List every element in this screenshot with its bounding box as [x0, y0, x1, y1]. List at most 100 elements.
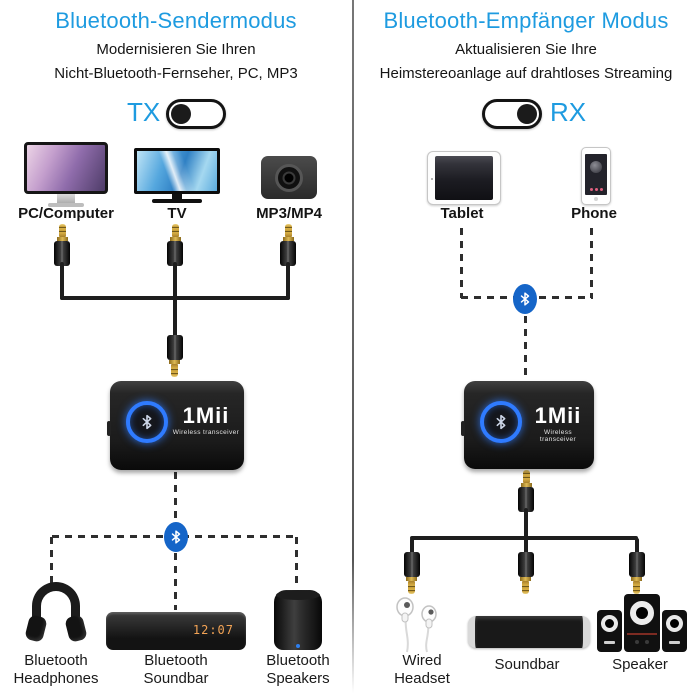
rx-subtitle-2: Heimstereoanlage auf drahtloses Streamin…: [379, 65, 673, 82]
knobs: [624, 640, 660, 644]
bluetooth-rune-icon: [171, 530, 181, 544]
tx-toggle-knob-icon: [171, 104, 191, 124]
sink-label-headphones: Bluetooth Headphones: [0, 652, 112, 688]
rx-transceiver-device: 1Mii Wireless transceiver: [461, 381, 594, 469]
album-art-icon: [590, 161, 602, 173]
trim-line: [627, 633, 657, 635]
desktop-monitor-icon: [24, 142, 108, 207]
sink-label-speaker: Speaker: [580, 656, 700, 674]
audio-cable: [286, 262, 290, 300]
rx-toggle-label: RX: [550, 97, 587, 127]
audio-cable: [173, 298, 177, 338]
aux-jack-icon: [404, 552, 420, 594]
tx-toggle-label: TX: [127, 97, 161, 127]
aux-jack-icon: [280, 224, 296, 266]
tx-subtitle-1: Modernisieren Sie Ihren: [96, 41, 256, 58]
label-line: Speakers: [266, 670, 330, 687]
monitor-base: [48, 203, 84, 207]
soundbar-led-display: 12:07: [192, 623, 234, 637]
earbuds-graphic: [396, 597, 437, 653]
phone-screen: [585, 154, 607, 195]
soundbar-icon: [468, 616, 590, 648]
wireless-link: [460, 228, 463, 298]
brand-name: 1Mii: [182, 403, 230, 428]
monitor-screen: [24, 142, 108, 194]
aux-jack-icon: [54, 224, 70, 266]
rx-title: Bluetooth-Empfänger Modus: [383, 8, 669, 33]
bluetooth-button-icon: [126, 401, 168, 443]
sink-label-wired-headset: Wired Headset: [362, 652, 482, 688]
action-camera-icon: [261, 156, 317, 199]
source-label-tablet: Tablet: [440, 205, 484, 222]
bluetooth-rune-icon: [496, 414, 506, 430]
center-divider: [352, 0, 354, 700]
player-buttons-icon: [585, 188, 607, 191]
satellite-speaker: [597, 610, 622, 652]
tx-toggle[interactable]: [166, 99, 226, 129]
audio-cable: [524, 508, 528, 540]
wireless-link: [50, 537, 53, 587]
device-side-button: [107, 421, 111, 436]
soundbar-icon: 12:07: [106, 612, 246, 650]
label-line: Bluetooth: [266, 652, 330, 669]
wireless-link: [524, 316, 527, 380]
label-line: Headphones: [13, 670, 99, 687]
satellite-speaker: [662, 610, 687, 652]
tablet-screen: [435, 156, 493, 200]
aux-jack-icon: [518, 552, 534, 594]
rx-toggle-knob-icon: [517, 104, 537, 124]
tx-transceiver-device: 1Mii Wireless transceiver: [107, 381, 244, 470]
label-line: Bluetooth: [24, 652, 88, 669]
speakers-2.1-icon: [597, 594, 687, 652]
tv-screen: [134, 148, 220, 194]
rx-subtitle-1: Aktualisieren Sie Ihre: [455, 41, 597, 58]
tv-stand: [152, 199, 202, 203]
ear-cup: [24, 614, 48, 643]
label-line: Soundbar: [494, 656, 560, 673]
subwoofer: [624, 594, 660, 652]
speaker-led-icon: [296, 644, 300, 648]
label-line: Wired: [402, 652, 442, 669]
source-label-tv: TV: [167, 205, 187, 222]
tx-title: Bluetooth-Sendermodus: [55, 8, 297, 33]
source-label-mp3: MP3/MP4: [256, 205, 322, 222]
woofer-cone: [630, 601, 654, 625]
brand-tagline: Wireless transceiver: [172, 429, 240, 436]
tablet-camera-icon: [431, 178, 433, 180]
wireless-link: [590, 228, 593, 298]
rx-panel: Bluetooth-Empfänger Modus Aktualisieren …: [352, 0, 700, 700]
camera-lens-icon: [275, 163, 303, 192]
sink-label-soundbar: Soundbar: [467, 656, 587, 674]
device-logo: 1Mii Wireless transceiver: [526, 403, 590, 444]
label-line: Bluetooth: [144, 652, 208, 669]
aux-jack-icon: [167, 224, 183, 266]
label-line: Speaker: [612, 656, 668, 673]
monitor-stand: [57, 194, 75, 203]
audio-cable: [173, 262, 177, 300]
bluetooth-icon: [513, 284, 537, 314]
headphones-icon: [24, 582, 88, 648]
smartphone-icon: [581, 147, 611, 205]
audio-cable: [410, 538, 414, 556]
brand-name: 1Mii: [534, 403, 582, 428]
home-button-icon: [594, 197, 598, 201]
label-line: Soundbar: [143, 670, 209, 687]
source-label-phone: Phone: [571, 205, 617, 222]
audio-cable: [524, 538, 528, 556]
bluetooth-rune-icon: [142, 414, 152, 430]
label-line: Headset: [394, 670, 450, 687]
device-logo: 1Mii Wireless transceiver: [172, 403, 240, 437]
earbuds-icon: [390, 596, 446, 659]
rx-toggle[interactable]: [482, 99, 542, 129]
brand-tagline: Wireless transceiver: [539, 429, 577, 443]
bluetooth-button-icon: [480, 401, 522, 443]
tablet-icon: [427, 151, 501, 205]
cylinder-speaker-icon: [274, 590, 322, 650]
tx-panel: Bluetooth-Sendermodus Modernisieren Sie …: [0, 0, 352, 700]
wireless-link: [174, 472, 177, 522]
sink-label-soundbar: Bluetooth Soundbar: [116, 652, 236, 688]
ear-cup: [64, 614, 88, 643]
audio-cable: [60, 262, 64, 300]
aux-jack-icon: [167, 335, 183, 377]
